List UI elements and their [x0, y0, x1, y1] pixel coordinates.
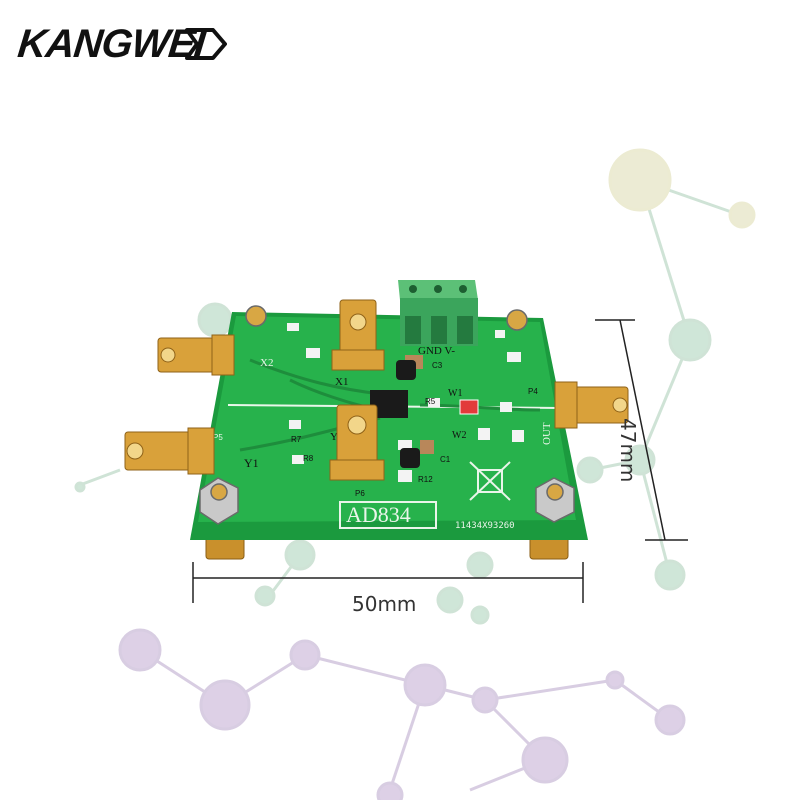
silk-p6: P6: [355, 489, 365, 498]
molecule-background: [74, 148, 756, 805]
silk-w1: W1: [448, 388, 462, 399]
silk-r7: R7: [291, 435, 302, 444]
serial-number: 11434X93260: [455, 521, 515, 531]
silk-out: OUT: [541, 422, 553, 445]
brand-logo: KANGWEI: [16, 22, 207, 67]
silk-gnd-v: GND V-: [418, 345, 455, 357]
brand-badge-icon: [185, 28, 227, 60]
silk-r12: R12: [418, 475, 433, 484]
chip-label: AD834: [346, 502, 411, 527]
silk-y: Y: [330, 431, 338, 443]
silk-x1: X1: [335, 376, 348, 388]
brand-name: KANGWEI: [15, 22, 207, 66]
dimension-lines: [192, 319, 688, 603]
silk-w2: W2: [452, 430, 466, 441]
mounting-screws: [199, 305, 575, 525]
sma-connectors: [124, 299, 629, 481]
silk-r8: R8: [303, 454, 314, 463]
silk-c1: C1: [440, 455, 451, 464]
height-dimension-label: 47mm: [616, 418, 640, 483]
pcb-board: AD834 11434X93260 X2 X1 Y1 OUT GND V- W1…: [190, 312, 588, 540]
silk-p5: P5: [213, 433, 223, 442]
width-dimension-label: 50mm: [352, 592, 417, 616]
standoffs: [205, 534, 569, 560]
silk-c3: C3: [432, 361, 443, 370]
silk-p4: P4: [528, 387, 538, 396]
silk-r5: R5: [425, 397, 436, 406]
silk-x2: X2: [260, 357, 273, 369]
silk-y1: Y1: [244, 456, 259, 470]
terminal-block: [398, 280, 478, 346]
